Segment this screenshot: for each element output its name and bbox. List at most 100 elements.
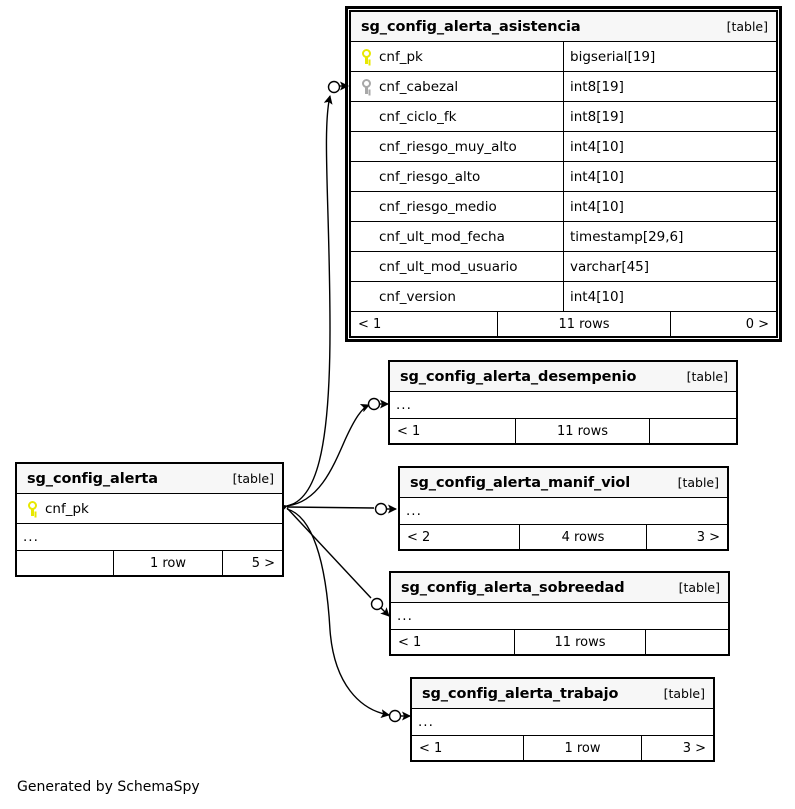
column-name-cell: cnf_ciclo_fk xyxy=(350,101,564,132)
table-sg-config-alerta-asistencia[interactable]: sg_config_alerta_asistencia [table] cnf_… xyxy=(345,6,782,342)
column-type: varchar[45] xyxy=(563,251,777,282)
footer-children-count[interactable]: 3 > xyxy=(646,524,728,550)
table-row-more: ... xyxy=(389,391,737,419)
column-name-cell: cnf_version xyxy=(350,281,564,312)
table-sg-config-alerta-desempenio[interactable]: sg_config_alerta_desempenio [table] ... … xyxy=(388,360,738,445)
table-header-row: sg_config_alerta_asistencia [table] xyxy=(350,11,777,42)
footer-row-count: 4 rows xyxy=(519,524,647,550)
table-footer: < 1 11 rows 0 > xyxy=(350,311,777,337)
column-name: cnf_pk xyxy=(379,48,423,65)
table-footer: < 2 4 rows 3 > xyxy=(399,524,728,550)
footer-children-count[interactable] xyxy=(645,629,729,655)
table-row[interactable]: cnf_riesgo_alto int4[10] xyxy=(350,161,777,192)
table-title: sg_config_alerta_desempenio xyxy=(400,368,637,385)
table-header-row: sg_config_alerta_trabajo [table] xyxy=(411,678,714,709)
more-columns-indicator: ... xyxy=(399,497,728,525)
table-sg-config-alerta-trabajo[interactable]: sg_config_alerta_trabajo [table] ... < 1… xyxy=(410,677,715,762)
table-footer: 1 row 5 > xyxy=(16,550,283,576)
table-title: sg_config_alerta_manif_viol xyxy=(410,474,631,491)
footer-children-count[interactable]: 3 > xyxy=(641,735,714,761)
column-type: bigserial[19] xyxy=(563,41,777,72)
column-name-cell: cnf_ult_mod_usuario xyxy=(350,251,564,282)
table-row[interactable]: cnf_pk xyxy=(16,493,283,524)
footer-parents-count[interactable] xyxy=(16,550,114,576)
table-header-cell: sg_config_alerta_manif_viol [table] xyxy=(399,467,728,498)
footer-row-count: 1 row xyxy=(113,550,223,576)
table-row[interactable]: cnf_ult_mod_fecha timestamp[29,6] xyxy=(350,221,777,252)
table-kind-label: [table] xyxy=(726,19,768,34)
table-header-row: sg_config_alerta_sobreedad [table] xyxy=(390,572,729,603)
column-name: cnf_cabezal xyxy=(379,78,459,95)
footer-parents-count[interactable]: < 2 xyxy=(399,524,520,550)
footer-children-count[interactable] xyxy=(649,418,737,444)
column-type: int4[10] xyxy=(563,131,777,162)
table-row[interactable]: cnf_ciclo_fk int8[19] xyxy=(350,101,777,132)
more-columns-indicator: ... xyxy=(390,602,729,630)
table-header-cell: sg_config_alerta_trabajo [table] xyxy=(411,678,714,709)
table-title: sg_config_alerta xyxy=(27,470,158,487)
column-type: int4[10] xyxy=(563,281,777,312)
table-footer: < 1 11 rows xyxy=(389,418,737,444)
foreign-key-icon xyxy=(361,79,372,94)
edge-alerta-asistencia xyxy=(286,95,333,507)
table-kind-label: [table] xyxy=(678,580,720,595)
column-name: cnf_ult_mod_usuario xyxy=(379,258,518,275)
table-header-cell: sg_config_alerta_desempenio [table] xyxy=(389,361,737,392)
table-header-cell: sg_config_alerta_asistencia [table] xyxy=(350,11,777,42)
table-row-more: ... xyxy=(411,708,714,736)
column-name-cell: cnf_pk xyxy=(350,41,564,72)
column-name-cell: cnf_riesgo_alto xyxy=(350,161,564,192)
footer-row-count: 11 rows xyxy=(515,418,650,444)
table-kind-label: [table] xyxy=(677,475,719,490)
table-row-more: ... xyxy=(399,497,728,525)
table-kind-label: [table] xyxy=(686,369,728,384)
edge-alerta-trabajo xyxy=(286,508,390,719)
column-name: cnf_riesgo_muy_alto xyxy=(379,138,517,155)
table-row[interactable]: cnf_version int4[10] xyxy=(350,281,777,312)
primary-key-icon xyxy=(27,501,38,516)
more-columns-indicator: ... xyxy=(411,708,714,736)
table-sg-config-alerta-manif-viol[interactable]: sg_config_alerta_manif_viol [table] ... … xyxy=(398,466,729,551)
table-row[interactable]: cnf_riesgo_medio int4[10] xyxy=(350,191,777,222)
footer-parents-count[interactable]: < 1 xyxy=(389,418,516,444)
table-header-cell: sg_config_alerta_sobreedad [table] xyxy=(390,572,729,603)
table-row[interactable]: cnf_ult_mod_usuario varchar[45] xyxy=(350,251,777,282)
edge-alerta-manif-viol xyxy=(286,506,375,509)
table-sg-config-alerta-sobreedad[interactable]: sg_config_alerta_sobreedad [table] ... <… xyxy=(389,571,730,656)
table-header-cell: sg_config_alerta [table] xyxy=(16,463,283,494)
table-row[interactable]: cnf_cabezal int8[19] xyxy=(350,71,777,102)
generated-by-caption: Generated by SchemaSpy xyxy=(17,779,200,795)
table-title: sg_config_alerta_sobreedad xyxy=(401,579,625,596)
table-kind-label: [table] xyxy=(663,686,705,701)
column-name: cnf_pk xyxy=(45,500,89,517)
table-sg-config-alerta[interactable]: sg_config_alerta [table] cnf_pk ... xyxy=(15,462,284,577)
table-footer: < 1 11 rows xyxy=(390,629,729,655)
footer-parents-count[interactable]: < 1 xyxy=(411,735,524,761)
column-type: int4[10] xyxy=(563,161,777,192)
more-columns-indicator: ... xyxy=(389,391,737,419)
table-header-row: sg_config_alerta [table] xyxy=(16,463,283,494)
footer-children-count[interactable]: 5 > xyxy=(222,550,283,576)
footer-parents-count[interactable]: < 1 xyxy=(390,629,515,655)
table-title: sg_config_alerta_trabajo xyxy=(422,685,619,702)
table-row[interactable]: cnf_riesgo_muy_alto int4[10] xyxy=(350,131,777,162)
table-header-row: sg_config_alerta_manif_viol [table] xyxy=(399,467,728,498)
footer-parents-count[interactable]: < 1 xyxy=(350,311,498,337)
column-name-cell: cnf_ult_mod_fecha xyxy=(350,221,564,252)
column-name: cnf_ult_mod_fecha xyxy=(379,228,505,245)
column-type: timestamp[29,6] xyxy=(563,221,777,252)
column-name: cnf_version xyxy=(379,288,456,305)
column-name: cnf_riesgo_alto xyxy=(379,168,481,185)
column-name: cnf_ciclo_fk xyxy=(379,108,457,125)
table-header-row: sg_config_alerta_desempenio [table] xyxy=(389,361,737,392)
column-name-cell: cnf_riesgo_medio xyxy=(350,191,564,222)
footer-row-count: 11 rows xyxy=(514,629,646,655)
table-title: sg_config_alerta_asistencia xyxy=(361,18,581,35)
footer-children-count[interactable]: 0 > xyxy=(670,311,777,337)
column-name-cell: cnf_riesgo_muy_alto xyxy=(350,131,564,162)
table-row[interactable]: cnf_pk bigserial[19] xyxy=(350,41,777,72)
edge-alerta-sobreedad xyxy=(286,507,372,599)
more-columns-indicator: ... xyxy=(16,523,283,551)
column-name: cnf_riesgo_medio xyxy=(379,198,497,215)
